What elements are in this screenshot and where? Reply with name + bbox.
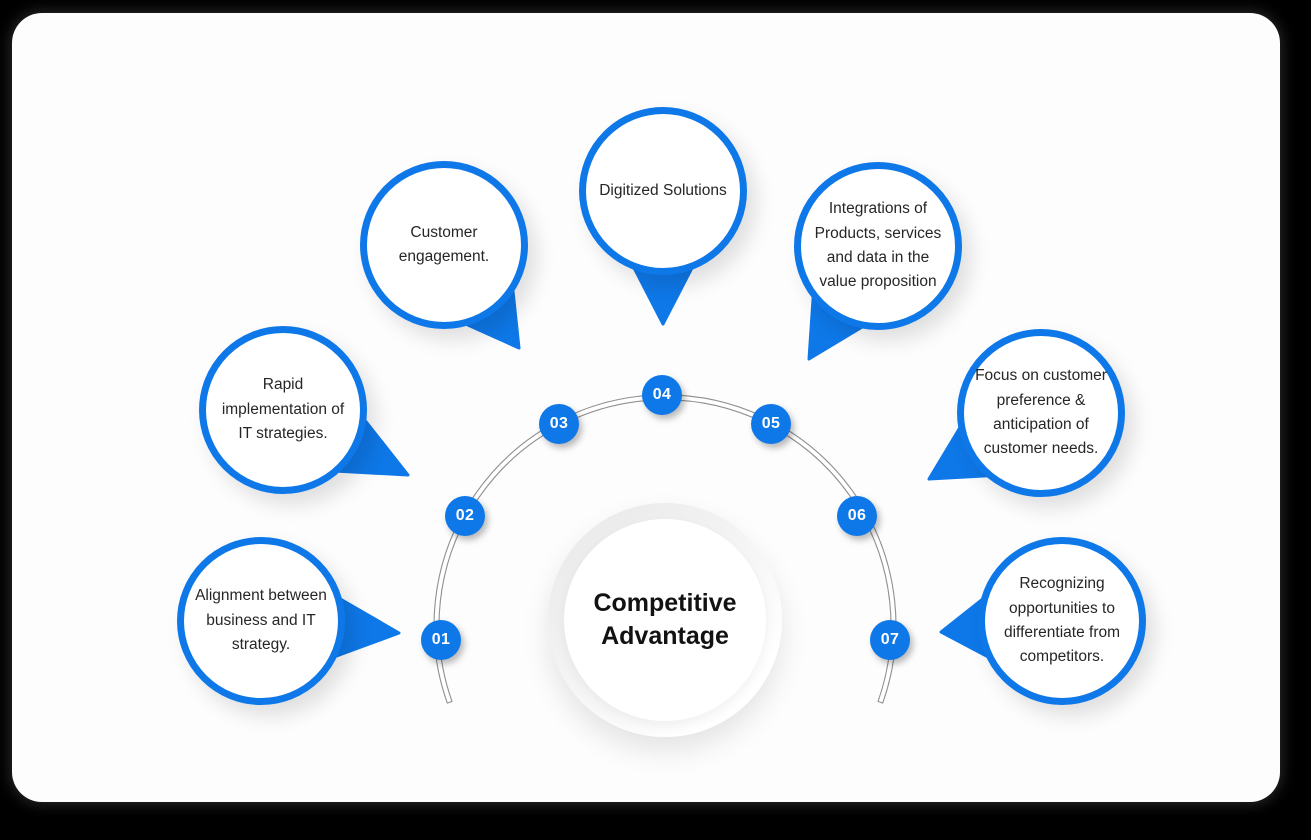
badge-06: 06 (837, 496, 877, 536)
bubble-6: Focus on customer preference & anticipat… (957, 329, 1125, 497)
center-title: Competitive Advantage (593, 589, 737, 650)
center-circle-ring: Competitive Advantage (548, 503, 782, 737)
center-circle: Competitive Advantage (564, 519, 766, 721)
bubble-3-text: Customer engagement. (398, 223, 490, 265)
bubble-tail-1 (334, 598, 401, 658)
bubble-4: Digitized Solutions (579, 107, 747, 275)
badge-04: 04 (642, 375, 682, 415)
bubble-tail-4 (633, 267, 693, 326)
bubble-3: Customer engagement. (360, 161, 528, 329)
bubble-5-text: Integrations of Products, services and d… (814, 200, 942, 291)
badge-02: 02 (445, 496, 485, 536)
bubble-1: Alignment between business and IT strate… (177, 537, 345, 705)
badge-05: 05 (751, 404, 791, 444)
bubble-7: Recognizing opportunities to differentia… (978, 537, 1146, 705)
bubble-7-text: Recognizing opportunities to differentia… (1003, 575, 1121, 666)
bubble-5: Integrations of Products, services and d… (794, 162, 962, 330)
badge-07: 07 (870, 620, 910, 660)
bubble-2: Rapid implementation of IT strategies. (199, 326, 367, 494)
bubble-6-text: Focus on customer preference & anticipat… (975, 367, 1107, 458)
badge-03: 03 (539, 404, 579, 444)
infographic-card: Alignment between business and IT strate… (12, 13, 1280, 802)
bubble-1-text: Alignment between business and IT strate… (195, 587, 327, 654)
badge-01: 01 (421, 620, 461, 660)
bubble-4-text: Digitized Solutions (599, 181, 727, 199)
bubble-2-text: Rapid implementation of IT strategies. (221, 376, 345, 443)
